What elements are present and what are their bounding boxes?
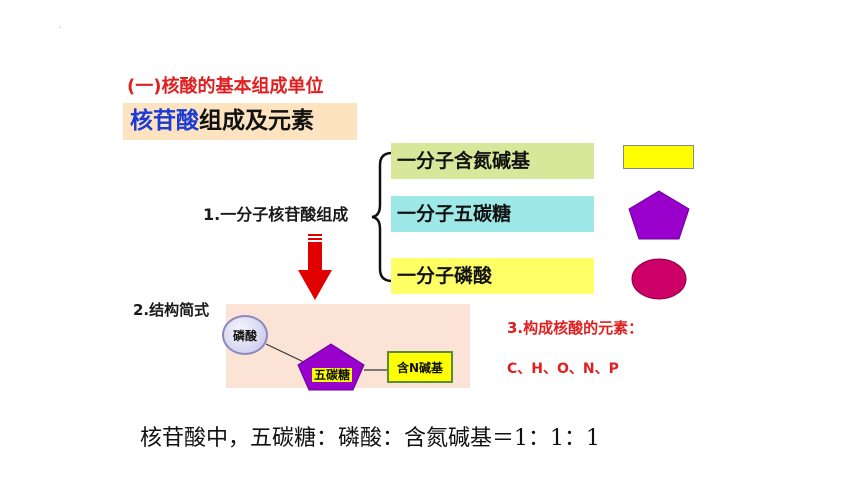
ratio-statement: 核苷酸中，五碳糖：磷酸：含氮碱基＝1：1：1 xyxy=(140,426,600,451)
structure-connectors xyxy=(265,343,387,371)
subtitle: 核苷酸组成及元素 xyxy=(130,106,314,136)
structure-sugar-label: 五碳糖 xyxy=(311,368,352,382)
section-title: (一)核酸的基本组成单位 xyxy=(127,76,324,97)
structure-phosphate: 磷酸 xyxy=(222,315,268,355)
down-arrow-icon xyxy=(298,234,332,300)
sugar-pentagon-symbol xyxy=(628,190,690,240)
elements-list: C、H、O、N、P xyxy=(507,361,619,377)
elements-title: 3.构成核酸的元素： xyxy=(507,319,644,337)
phosphate-box: 一分子磷酸 xyxy=(391,258,594,294)
curly-brace xyxy=(371,151,393,283)
nitrogen-base-box: 一分子含氮碱基 xyxy=(391,143,594,179)
subtitle-keyword: 核苷酸 xyxy=(130,108,199,134)
phosphate-ellipse-symbol xyxy=(631,258,687,300)
pentose-sugar-box: 一分子五碳糖 xyxy=(391,196,594,232)
base-rectangle-symbol xyxy=(623,145,694,169)
subtitle-rest: 组成及元素 xyxy=(199,108,314,134)
subtitle-background xyxy=(123,103,357,140)
structure-label: 2.结构简式 xyxy=(133,301,210,319)
decorative-dot: . xyxy=(58,20,62,31)
structure-base: 含N碱基 xyxy=(387,351,453,383)
composition-label: 1.一分子核苷酸组成 xyxy=(203,205,349,224)
